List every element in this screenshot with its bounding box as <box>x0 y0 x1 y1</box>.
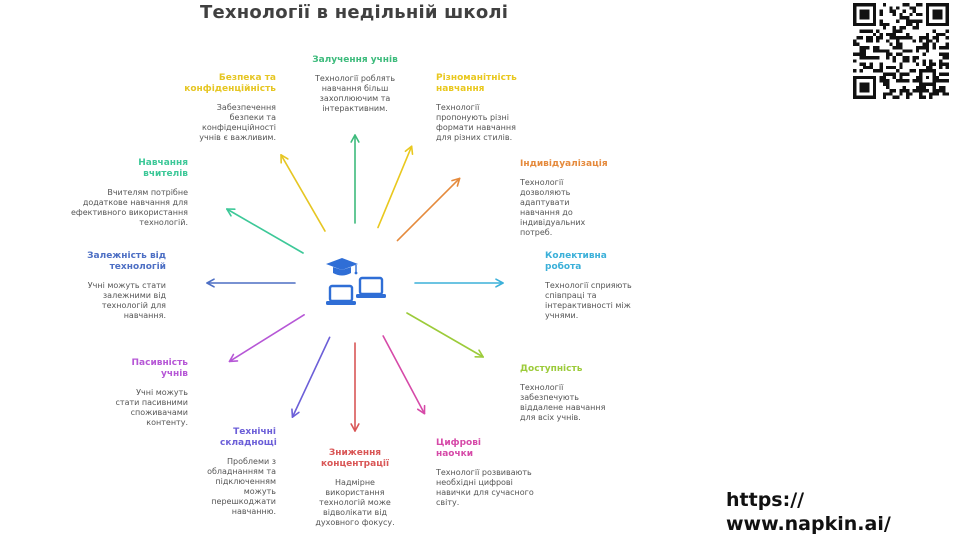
node-accessibility: Доступність Технології забезпечують відд… <box>520 364 638 423</box>
ray-safety <box>280 154 326 232</box>
node-description: Учні можуть стати залежними від технолог… <box>87 281 166 320</box>
node-concentration: Зниження концентрації Надмірне використа… <box>296 448 414 528</box>
url-line-2: www.napkin.ai/ <box>726 513 891 535</box>
node-title: Цифрові наочки <box>436 438 481 459</box>
ray-passivity <box>228 313 305 363</box>
arrowhead-individualization <box>451 177 461 187</box>
node-teacher-training: Навчання вчителів Вчителям потрібне дода… <box>70 158 188 238</box>
node-engagement: Залучення учнів Технології роблять навча… <box>296 55 414 114</box>
qr-code-icon <box>853 3 949 99</box>
ray-individualization <box>396 177 461 242</box>
node-diversity: Різноманітність навчання Технології проп… <box>436 73 554 143</box>
ray-accessibility <box>406 312 484 358</box>
node-title: Колективна робота <box>545 251 607 272</box>
node-title: Зниження концентрації <box>320 448 390 469</box>
ray-tech-difficulties <box>291 336 331 418</box>
node-title: Пасивність учнів <box>131 358 189 379</box>
node-description: Технології забезпечують віддалене навчан… <box>520 383 606 422</box>
arrowhead-passivity <box>228 353 239 363</box>
node-title: Залучення учнів <box>312 55 398 65</box>
node-title: Доступність <box>520 364 583 374</box>
node-title: Навчання вчителів <box>138 158 188 179</box>
node-digital-aids: Цифрові наочки Технології розвивають нео… <box>436 438 554 508</box>
node-title: Індивідуалізація <box>520 159 608 169</box>
node-individualization: Індивідуалізація Технології дозволяють а… <box>520 159 638 238</box>
arrowhead-engagement <box>350 134 360 143</box>
ray-digital-aids <box>382 335 426 415</box>
node-collaboration: Колективна робота Технології сприяють сп… <box>545 251 663 321</box>
node-description: Вчителям потрібне додаткове навчання для… <box>70 188 188 227</box>
node-description: Проблеми з обладнанням та підключенням м… <box>207 457 276 516</box>
node-description: Надмірне використання технологій може ві… <box>315 478 395 527</box>
node-description: Забезпечення безпеки та конфіденційності… <box>199 103 276 142</box>
node-passivity: Пасивність учнів Учні можуть стати пасив… <box>70 358 188 428</box>
node-title: Технічні складнощі <box>220 427 277 448</box>
node-dependence: Залежність від технологій Учні можуть ст… <box>48 251 166 321</box>
node-title: Різноманітність навчання <box>436 73 517 94</box>
url-line-1: https:// <box>726 489 805 511</box>
node-description: Технології розвивають необхідні цифрові … <box>436 468 534 507</box>
ray-diversity <box>377 145 413 229</box>
node-tech-difficulties: Технічні складнощі Проблеми з обладнання… <box>158 427 277 517</box>
arrowhead-tech-difficulties <box>291 408 300 418</box>
graduation-cap-laptops-icon <box>326 258 386 305</box>
node-description: Технології дозволяють адаптувати навчанн… <box>520 178 586 237</box>
arrowhead-dependence <box>206 278 215 288</box>
node-title: Залежність від технологій <box>87 251 166 272</box>
napkin-url[interactable]: https:// www.napkin.ai/ <box>726 488 946 536</box>
arrowhead-concentration <box>350 423 360 432</box>
node-safety: Безпека та конфіденційність Забезпечення… <box>158 73 276 143</box>
arrowhead-collaboration <box>495 278 504 288</box>
node-title: Безпека та конфіденційність <box>184 73 276 94</box>
ray-teacher-training <box>226 208 304 254</box>
node-description: Технології роблять навчання більш захопл… <box>314 74 396 113</box>
arrowhead-safety <box>280 154 289 164</box>
node-description: Технології пропонують різні формати навч… <box>436 103 516 142</box>
arrowhead-accessibility <box>474 349 484 358</box>
arrowhead-diversity <box>404 145 414 156</box>
node-description: Технології сприяють співпраці та інтерак… <box>545 281 632 320</box>
arrowhead-teacher-training <box>226 208 236 217</box>
diagram-title: Технології в недільній школі <box>200 2 509 23</box>
node-description: Учні можуть стати пасивними споживачами … <box>115 388 188 427</box>
arrowhead-digital-aids <box>416 404 426 415</box>
